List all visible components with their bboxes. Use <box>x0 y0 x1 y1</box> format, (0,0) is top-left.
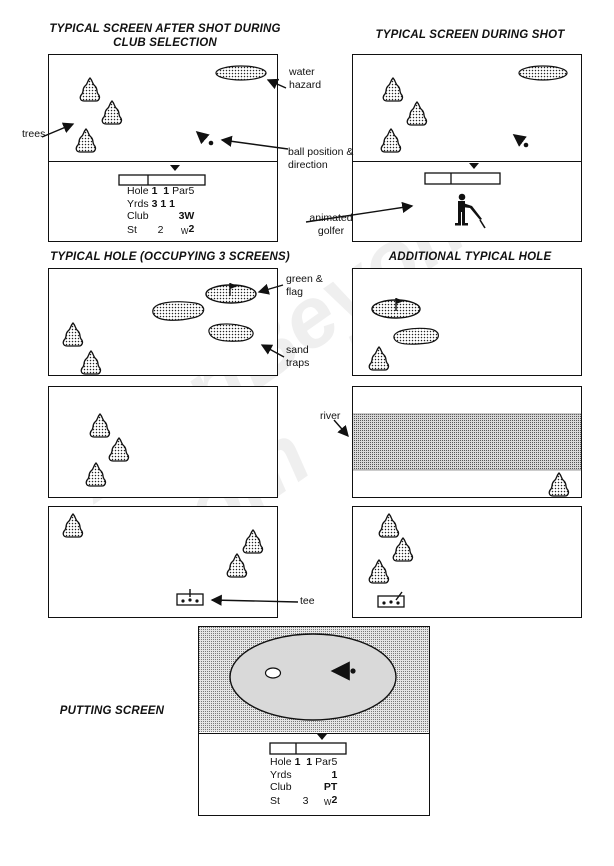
river <box>353 414 581 470</box>
power-meter <box>424 172 501 185</box>
ball <box>208 140 214 146</box>
yards-value: 3 1 1 <box>151 197 175 210</box>
club-selection-graphics <box>75 65 267 186</box>
ball <box>350 668 356 674</box>
tree <box>101 100 123 125</box>
callout-trees: trees <box>22 128 46 140</box>
stroke-value: 2 <box>157 224 164 236</box>
callout-sand-traps: sand traps <box>286 344 310 369</box>
callout-river: river <box>320 410 341 422</box>
heading-during-shot: TYPICAL SCREEN DURING SHOT <box>375 29 565 41</box>
wind-letter: W <box>323 797 332 807</box>
direction-arrow <box>195 130 210 145</box>
hole-value: 1 1 <box>294 756 313 768</box>
meter-indicator <box>469 163 479 169</box>
tree <box>392 537 414 562</box>
sand-trap <box>393 327 439 345</box>
club-label: Club <box>270 781 292 793</box>
tree <box>378 513 400 538</box>
additional-hole-screen-1 <box>352 268 582 376</box>
heading-putting: PUTTING SCREEN <box>59 705 165 717</box>
tee-marker <box>176 589 204 606</box>
typical-hole-screen-2 <box>48 386 278 498</box>
typical-hole-graphics <box>62 283 264 606</box>
power-meter <box>269 742 347 755</box>
yards-label: Yrds <box>127 197 149 210</box>
tree <box>242 529 264 554</box>
yards-value: 1 <box>331 768 338 781</box>
stroke-value: 3 <box>302 795 309 807</box>
par-value: Par5 <box>172 185 195 197</box>
hud-divider <box>49 161 277 162</box>
tee-marker <box>377 591 405 608</box>
power-meter <box>118 174 206 186</box>
club-selection-hud: Hole 1 1 Par5 Yrds 3 1 1 Club 3W St 2 W2 <box>127 185 197 238</box>
water-hazard <box>215 65 267 81</box>
sand-trap <box>208 323 254 342</box>
tree <box>368 559 390 584</box>
tree <box>80 350 102 375</box>
tree <box>85 462 107 487</box>
wind-indicator: W2 <box>172 223 197 239</box>
tree <box>548 472 570 497</box>
hud-divider <box>199 733 429 734</box>
hole-label: Hole <box>270 756 292 768</box>
meter-indicator <box>170 165 180 171</box>
tree <box>380 128 402 153</box>
hole-cup <box>264 667 282 679</box>
tree <box>382 77 404 102</box>
additional-hole-graphics <box>353 298 581 608</box>
tree <box>62 322 84 347</box>
heading-typical-hole: TYPICAL HOLE (OCCUPYING 3 SCREENS) <box>50 251 290 263</box>
direction-arrow <box>512 134 527 147</box>
wind-letter: W <box>180 226 189 236</box>
wind-value: 2 <box>331 793 338 806</box>
meter-indicator <box>317 734 327 740</box>
callout-arrows <box>41 78 414 606</box>
tree <box>226 553 248 578</box>
hole-value: 1 1 <box>151 185 170 197</box>
callout-green-flag: green & flag <box>286 273 323 298</box>
tree <box>62 513 84 538</box>
club-label: Club <box>127 210 149 222</box>
heading-club-selection: TYPICAL SCREEN AFTER SHOT DURING CLUB SE… <box>49 23 281 49</box>
golfer-sprite <box>455 193 486 229</box>
hud-divider <box>353 161 581 162</box>
putting-hud: Hole 1 1 Par5 Yrds 1 Club PT St 3 W2 <box>270 756 340 809</box>
callout-tee: tee <box>300 595 315 607</box>
during-shot-graphics <box>380 65 568 229</box>
putting-green <box>229 633 397 721</box>
heading-additional-hole: ADDITIONAL TYPICAL HOLE <box>388 251 552 263</box>
ball <box>523 142 529 148</box>
stroke-label: St <box>270 795 280 807</box>
callout-ball-position: ball position & direction <box>288 146 354 171</box>
putting-graphics <box>199 627 429 755</box>
hole-label: Hole <box>127 185 149 197</box>
tree <box>368 346 390 371</box>
wind-value: 2 <box>188 222 195 235</box>
tree <box>79 77 101 102</box>
stroke-label: St <box>127 224 137 236</box>
tree <box>406 101 428 126</box>
sand-trap <box>152 301 205 321</box>
flag <box>230 283 238 289</box>
callout-water-hazard: water hazard <box>289 66 322 91</box>
yards-label: Yrds <box>270 768 292 781</box>
flag <box>396 298 404 304</box>
club-value: 3W <box>178 210 195 222</box>
callout-animated-golfer: animated golfer <box>309 212 353 237</box>
par-value: Par5 <box>315 756 338 768</box>
wind-indicator: W2 <box>315 794 340 810</box>
water-hazard <box>518 65 568 81</box>
tree <box>75 128 97 153</box>
club-value: PT <box>323 781 338 793</box>
tree <box>89 413 111 438</box>
tree <box>108 437 130 462</box>
